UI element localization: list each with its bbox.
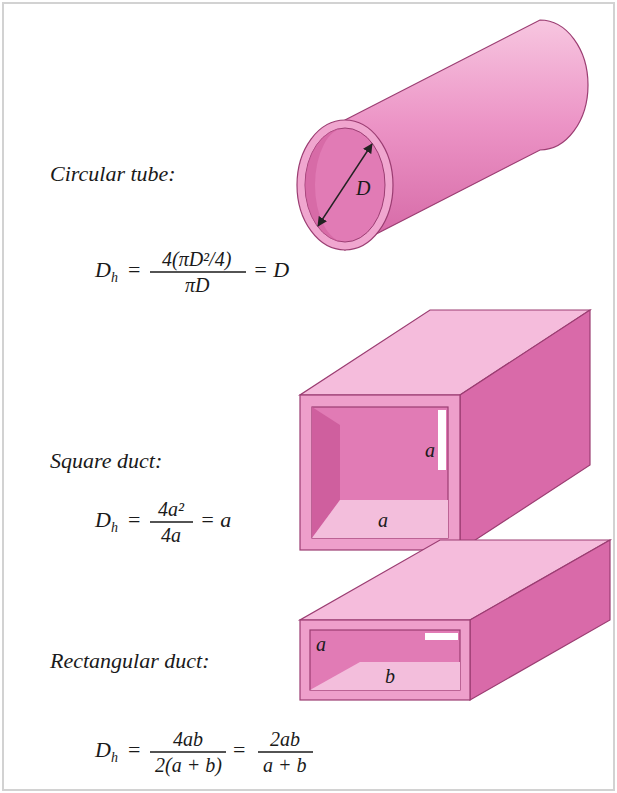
circular-tube [297, 20, 588, 250]
formula-subscript: h [111, 271, 118, 285]
formula-denominator: πD [185, 275, 209, 295]
formula-numerator: 2ab [270, 729, 300, 749]
dimension-label: D [356, 178, 370, 198]
formula-subscript: h [111, 751, 118, 765]
square-duct [300, 310, 590, 550]
formula-symbol: D [95, 509, 111, 531]
section-label: Square duct: [50, 450, 162, 472]
formula-result: = D [253, 259, 289, 281]
formula-numerator: 4a² [158, 499, 184, 519]
diameter-arrow [318, 144, 372, 226]
fraction-bars [150, 272, 313, 752]
dimension-label: a [378, 510, 388, 530]
dimension-label: b [385, 666, 395, 686]
formula-sign: = [128, 739, 140, 761]
formula-sign: = [128, 509, 140, 531]
formula-sign: = [128, 259, 140, 281]
formula-denominator: 2(a + b) [155, 755, 222, 775]
formula-subscript: h [111, 521, 118, 535]
formula-numerator: 4(πD²/4) [162, 249, 231, 269]
formula-sign: = [233, 739, 245, 761]
dimension-label: a [316, 634, 326, 654]
formula-symbol: D [95, 739, 111, 761]
page-frame [3, 3, 614, 790]
formula-symbol: D [95, 259, 111, 281]
section-label: Circular tube: [50, 163, 176, 185]
formula-denominator: 4a [161, 525, 181, 545]
formula-numerator: 4ab [173, 729, 203, 749]
section-label: Rectangular duct: [50, 650, 209, 672]
formula-denominator: a + b [263, 755, 307, 775]
formula-result: = a [200, 509, 231, 531]
dimension-label: a [425, 440, 435, 460]
rectangular-duct [300, 540, 610, 700]
